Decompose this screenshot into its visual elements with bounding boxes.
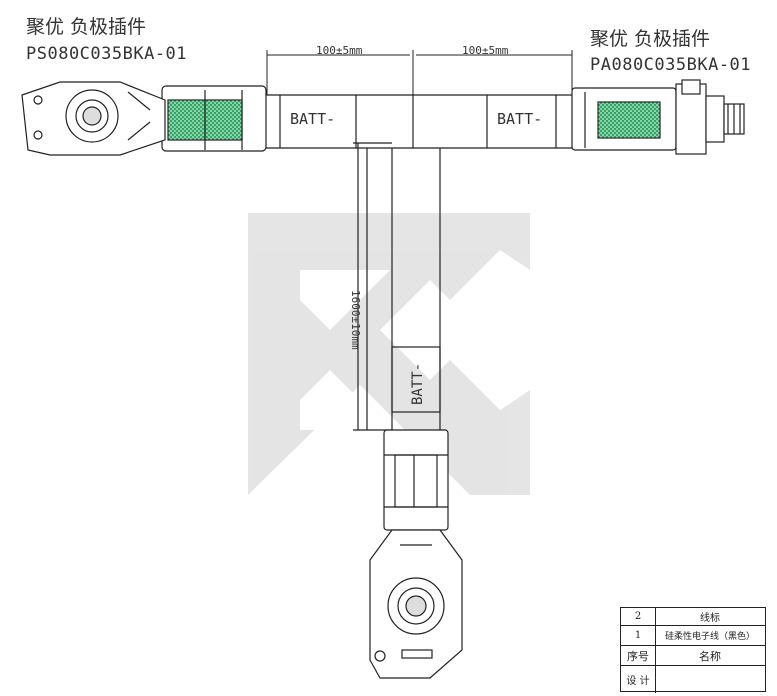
right-connector-title: 聚优 负极插件 <box>590 28 711 50</box>
watermark-logo <box>248 213 530 495</box>
table-footer-row: 设 计 <box>621 666 765 693</box>
dimension-left: 100±5mm <box>316 44 363 57</box>
dimension-lines-top <box>266 50 573 95</box>
row-index: 1 <box>621 626 656 645</box>
footer-label: 设 计 <box>621 666 656 693</box>
header-index: 序号 <box>621 646 656 665</box>
right-connector <box>571 79 745 155</box>
footer-value <box>655 666 765 693</box>
table-row: 1 硅柔性电子线（黑色） <box>621 626 765 646</box>
left-connector-title: 聚优 负极插件 <box>26 16 147 38</box>
row-index: 2 <box>621 608 656 625</box>
bottom-connector <box>369 429 463 679</box>
cable-label-vertical: BATT- <box>410 362 426 405</box>
row-name: 硅柔性电子线（黑色） <box>664 632 755 642</box>
left-connector-part-number: PS080C035BKA-01 <box>26 44 188 64</box>
dimension-vertical: 1600±10mm <box>349 290 362 350</box>
cable-label-right: BATT- <box>497 110 543 128</box>
table-header-row: 序号 名称 <box>621 646 765 666</box>
dimension-right: 100±5mm <box>462 44 509 57</box>
left-connector <box>21 81 267 156</box>
table-row: 2 线标 <box>621 608 765 626</box>
cable-label-left: BATT- <box>290 110 336 128</box>
parts-table: 2 线标 1 硅柔性电子线（黑色） 序号 名称 设 计 <box>620 607 766 693</box>
vertical-cable <box>353 142 441 431</box>
row-name: 线标 <box>700 613 720 624</box>
header-name: 名称 <box>699 649 721 663</box>
right-connector-part-number: PA080C035BKA-01 <box>590 55 752 75</box>
horizontal-cable <box>265 94 572 149</box>
